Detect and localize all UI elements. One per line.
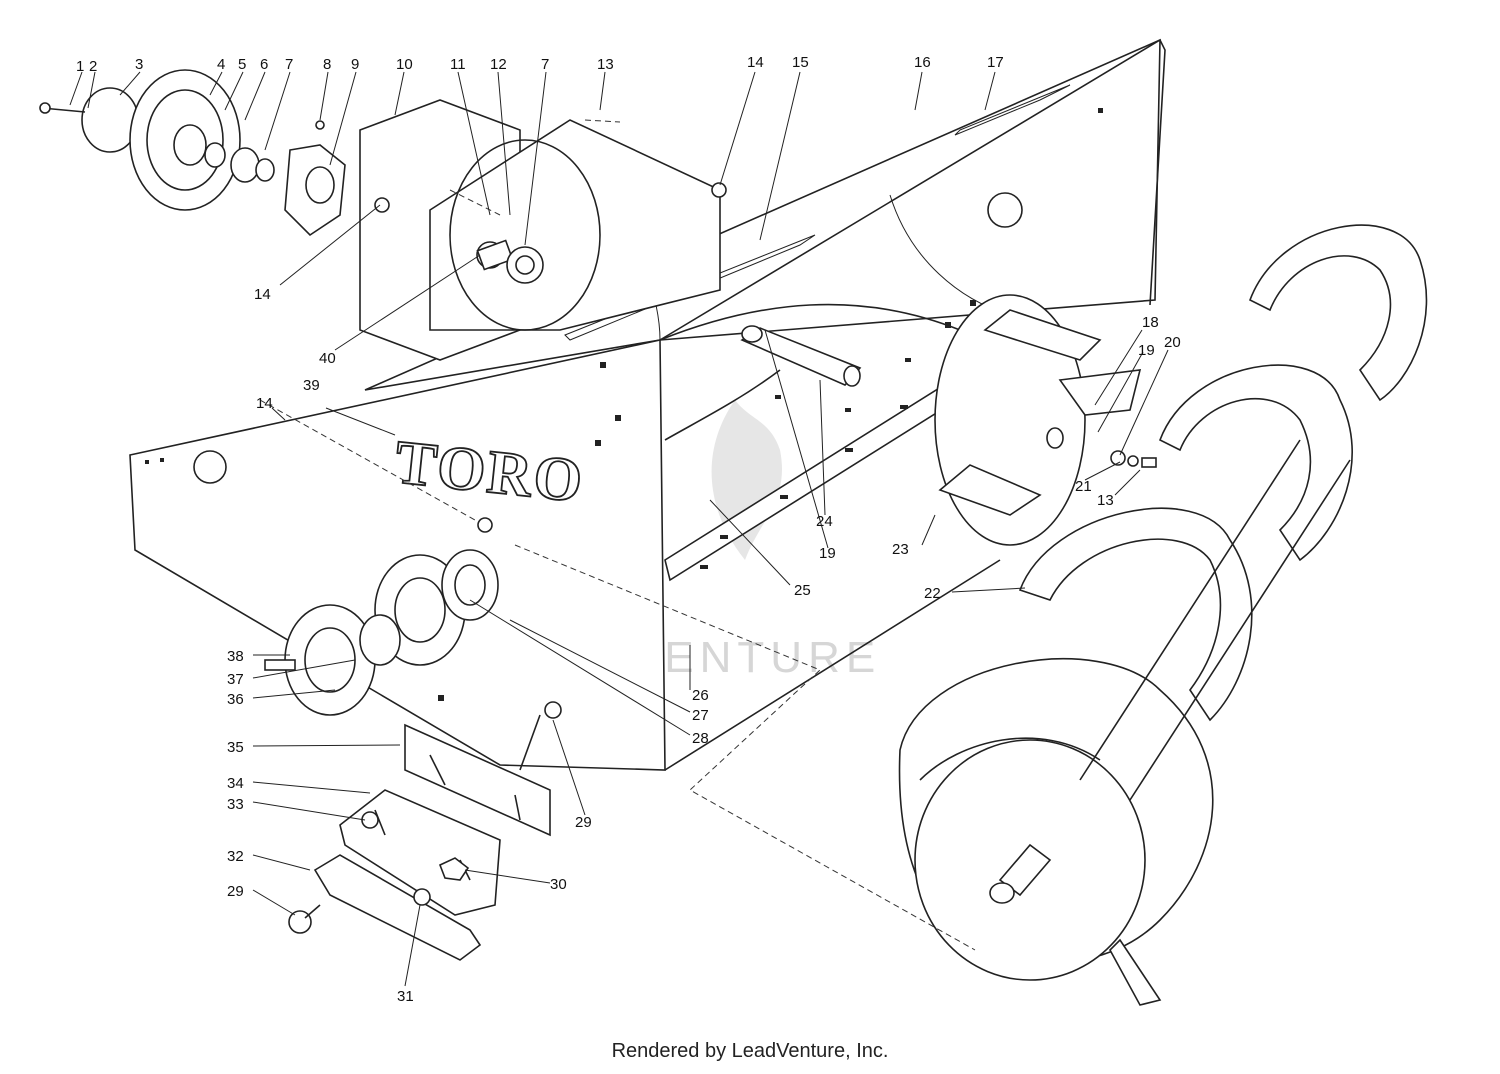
drive-shaft [740,325,862,387]
bearing-flange-assembly [264,517,499,716]
callout-label: 15 [792,54,809,71]
callout-label: 5 [238,56,246,73]
callout-label: 35 [227,739,244,756]
callout-label: 22 [924,585,941,602]
callout-label: 27 [692,707,709,724]
callout-label: 38 [227,648,244,665]
callout-label: 29 [227,883,244,900]
callout-label: 8 [323,56,331,73]
callout-label: 31 [397,988,414,1005]
callout-label: 19 [819,545,836,562]
callout-label: 21 [1075,478,1092,495]
callout-label: 33 [227,796,244,813]
callout-label: 26 [692,687,709,704]
callout-label: 4 [217,56,225,73]
callout-label: 36 [227,691,244,708]
dashed-assembly-lines [259,119,976,951]
callout-label: 9 [351,56,359,73]
callout-label: 11 [450,56,466,73]
callout-label: 34 [227,775,244,792]
callout-label: 20 [1164,334,1181,351]
callout-label: 16 [914,54,931,71]
callout-label: 13 [597,56,614,73]
callout-label: 14 [747,54,764,71]
callout-label: 24 [816,513,833,530]
callout-label: 2 [89,58,97,75]
callout-label: 7 [541,56,549,73]
auger [898,224,1428,1006]
callout-label: 30 [550,876,567,893]
callout-label: 3 [135,56,143,73]
callout-label: 29 [575,814,592,831]
callout-label: 1 [76,58,84,75]
pulley-assembly [39,69,346,237]
callout-label: 32 [227,848,244,865]
callout-label: 14 [256,395,273,412]
callout-label: 25 [794,582,811,599]
footer-credit: Rendered by LeadVenture, Inc. [611,1040,889,1062]
callout-label: 12 [490,56,507,73]
callout-label: 7 [285,56,293,73]
callout-label: 18 [1142,314,1159,331]
callout-numbers: 1 2 3 4 5 6 7 8 9 10 11 12 7 13 14 15 16… [76,54,1181,1005]
callout-label: 6 [260,56,268,73]
impeller-housing [359,99,727,361]
callout-label: 28 [692,730,709,747]
callout-label: 40 [319,350,336,367]
impeller [934,294,1157,546]
callout-label: 10 [396,56,413,73]
callout-label: 39 [303,377,320,394]
callout-label: 14 [254,286,271,303]
callout-label: 19 [1138,342,1155,359]
callout-label: 23 [892,541,909,558]
leader-lines [69,71,1169,987]
callout-label: 17 [987,54,1004,71]
callout-label: 37 [227,671,244,688]
callout-label: 13 [1097,492,1114,509]
